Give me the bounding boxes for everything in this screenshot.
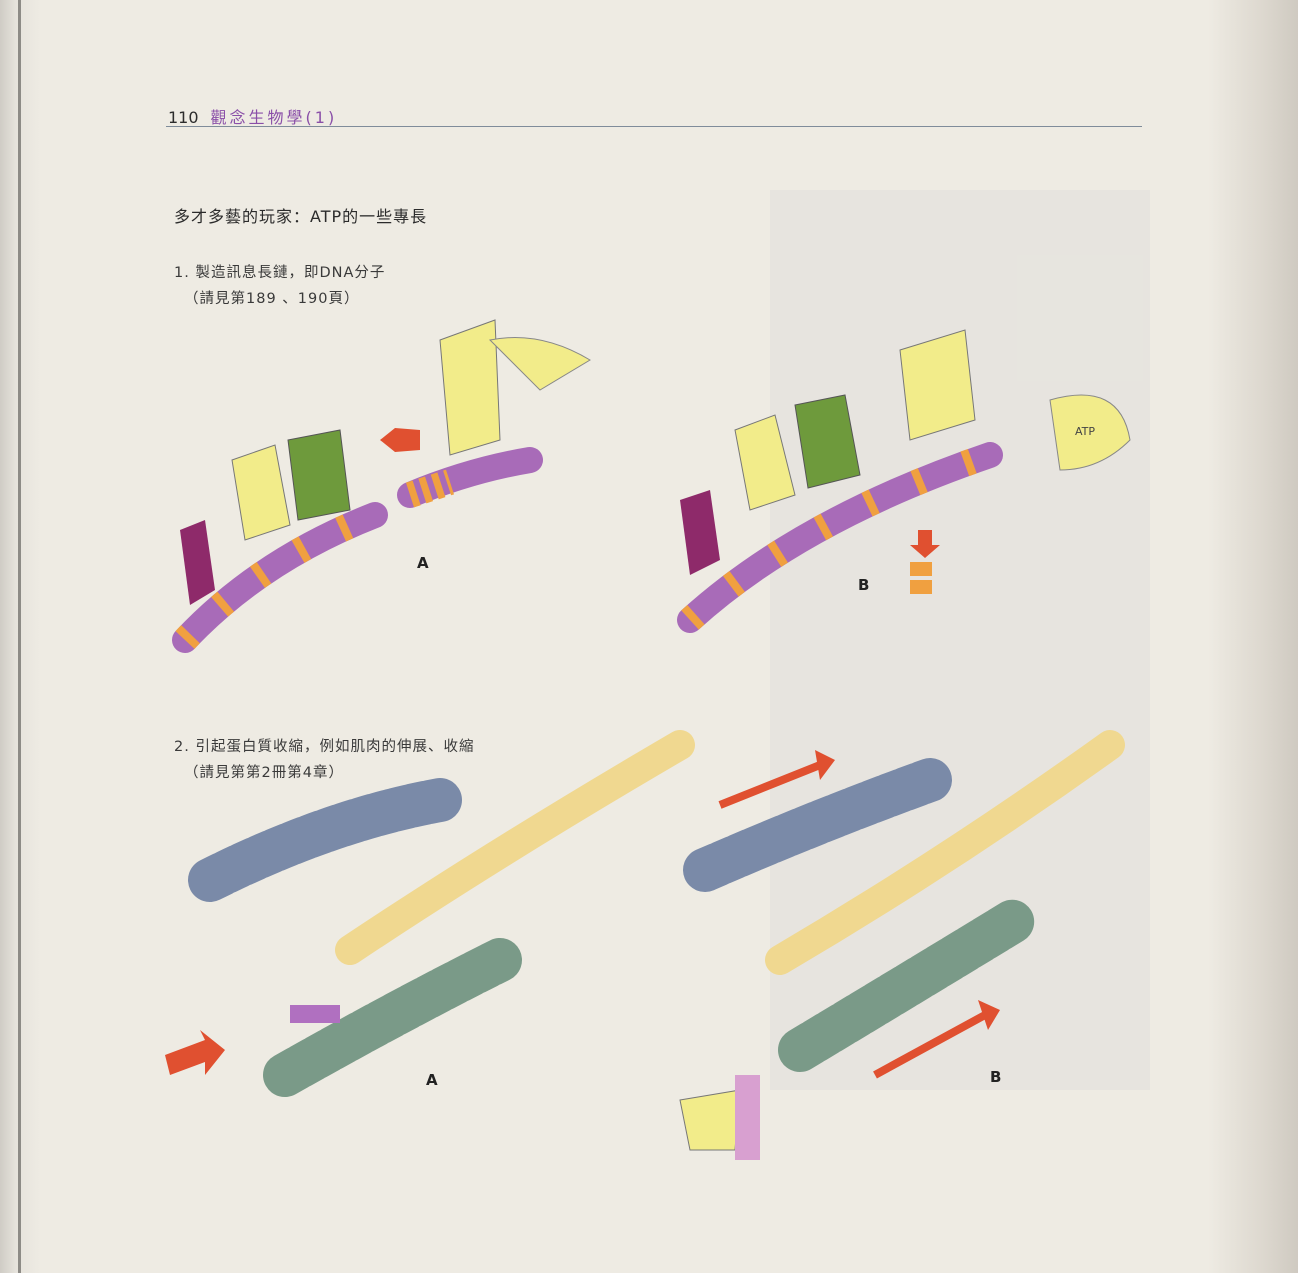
item-1-reference: （請見第189 、190頁） bbox=[184, 291, 360, 307]
page-number: 110 bbox=[168, 108, 199, 127]
actin-filament-top bbox=[188, 778, 462, 902]
book-title: 觀念生物學(1) bbox=[210, 108, 338, 127]
dna-segment bbox=[290, 1005, 340, 1023]
muscle-illustration-a bbox=[165, 730, 695, 1097]
base-block-yellow bbox=[231, 444, 291, 541]
panel-label-1a: A bbox=[417, 554, 429, 572]
actin-filament-bottom bbox=[778, 898, 1037, 1072]
base-block-magenta bbox=[680, 490, 720, 575]
panel-label-2b: B bbox=[990, 1068, 1001, 1086]
base-block-green bbox=[794, 394, 861, 489]
myosin-filament bbox=[335, 730, 695, 965]
muscle-illustration-b bbox=[679, 730, 1125, 1160]
nucleotide-bands bbox=[681, 442, 995, 630]
nucleotide-bands bbox=[175, 502, 380, 649]
detached-block bbox=[679, 1089, 741, 1151]
item-1: 1. 製造訊息長鏈，即DNA分子 （請見第189 、190頁） bbox=[174, 260, 385, 312]
dna-segment bbox=[735, 1075, 760, 1160]
running-header: 110 觀念生物學(1) bbox=[168, 104, 337, 128]
atp-character-cape bbox=[488, 337, 591, 391]
base-block-yellow-attached bbox=[899, 329, 976, 441]
base-block-magenta bbox=[180, 520, 215, 605]
section-heading: 多才多藝的玩家：ATP的一些專長 bbox=[174, 207, 428, 226]
arrow-right-icon bbox=[165, 1030, 225, 1075]
atp-bag-label: ATP bbox=[1075, 425, 1095, 438]
actin-filament-top bbox=[683, 758, 952, 892]
page-edge-line bbox=[18, 0, 21, 1273]
atp-bag bbox=[1049, 394, 1131, 471]
arrow-down-icon bbox=[910, 530, 940, 558]
panel-label-1b: B bbox=[858, 576, 869, 594]
actin-filament-bottom bbox=[263, 938, 522, 1097]
item-2: 2. 引起蛋白質收縮，例如肌肉的伸展、收縮 （請見第第2冊第4章） bbox=[174, 734, 474, 786]
item-2-reference: （請見第第2冊第4章） bbox=[184, 765, 344, 781]
item-2-title: 2. 引起蛋白質收縮，例如肌肉的伸展、收縮 bbox=[174, 739, 475, 755]
page-curl-shadow bbox=[1208, 0, 1298, 1273]
myosin-filament bbox=[765, 730, 1125, 975]
released-phosphate bbox=[910, 580, 932, 594]
base-block-green bbox=[287, 429, 351, 521]
dna-illustration-b: ATP bbox=[677, 329, 1131, 633]
arrow-left-icon bbox=[380, 428, 420, 452]
arrow-line-top bbox=[718, 761, 822, 809]
arrow-head-bottom bbox=[978, 1000, 1000, 1030]
arrow-head-top bbox=[815, 750, 835, 780]
base-block-yellow-incoming bbox=[439, 319, 501, 456]
panel-label-2a: A bbox=[426, 1071, 438, 1089]
arrow-line-bottom bbox=[873, 1011, 987, 1079]
header-rule bbox=[166, 126, 1142, 127]
item-1-title: 1. 製造訊息長鏈，即DNA分子 bbox=[174, 265, 386, 281]
dna-illustration-a bbox=[172, 319, 591, 653]
base-block-yellow bbox=[734, 414, 796, 511]
released-phosphate bbox=[910, 562, 932, 576]
